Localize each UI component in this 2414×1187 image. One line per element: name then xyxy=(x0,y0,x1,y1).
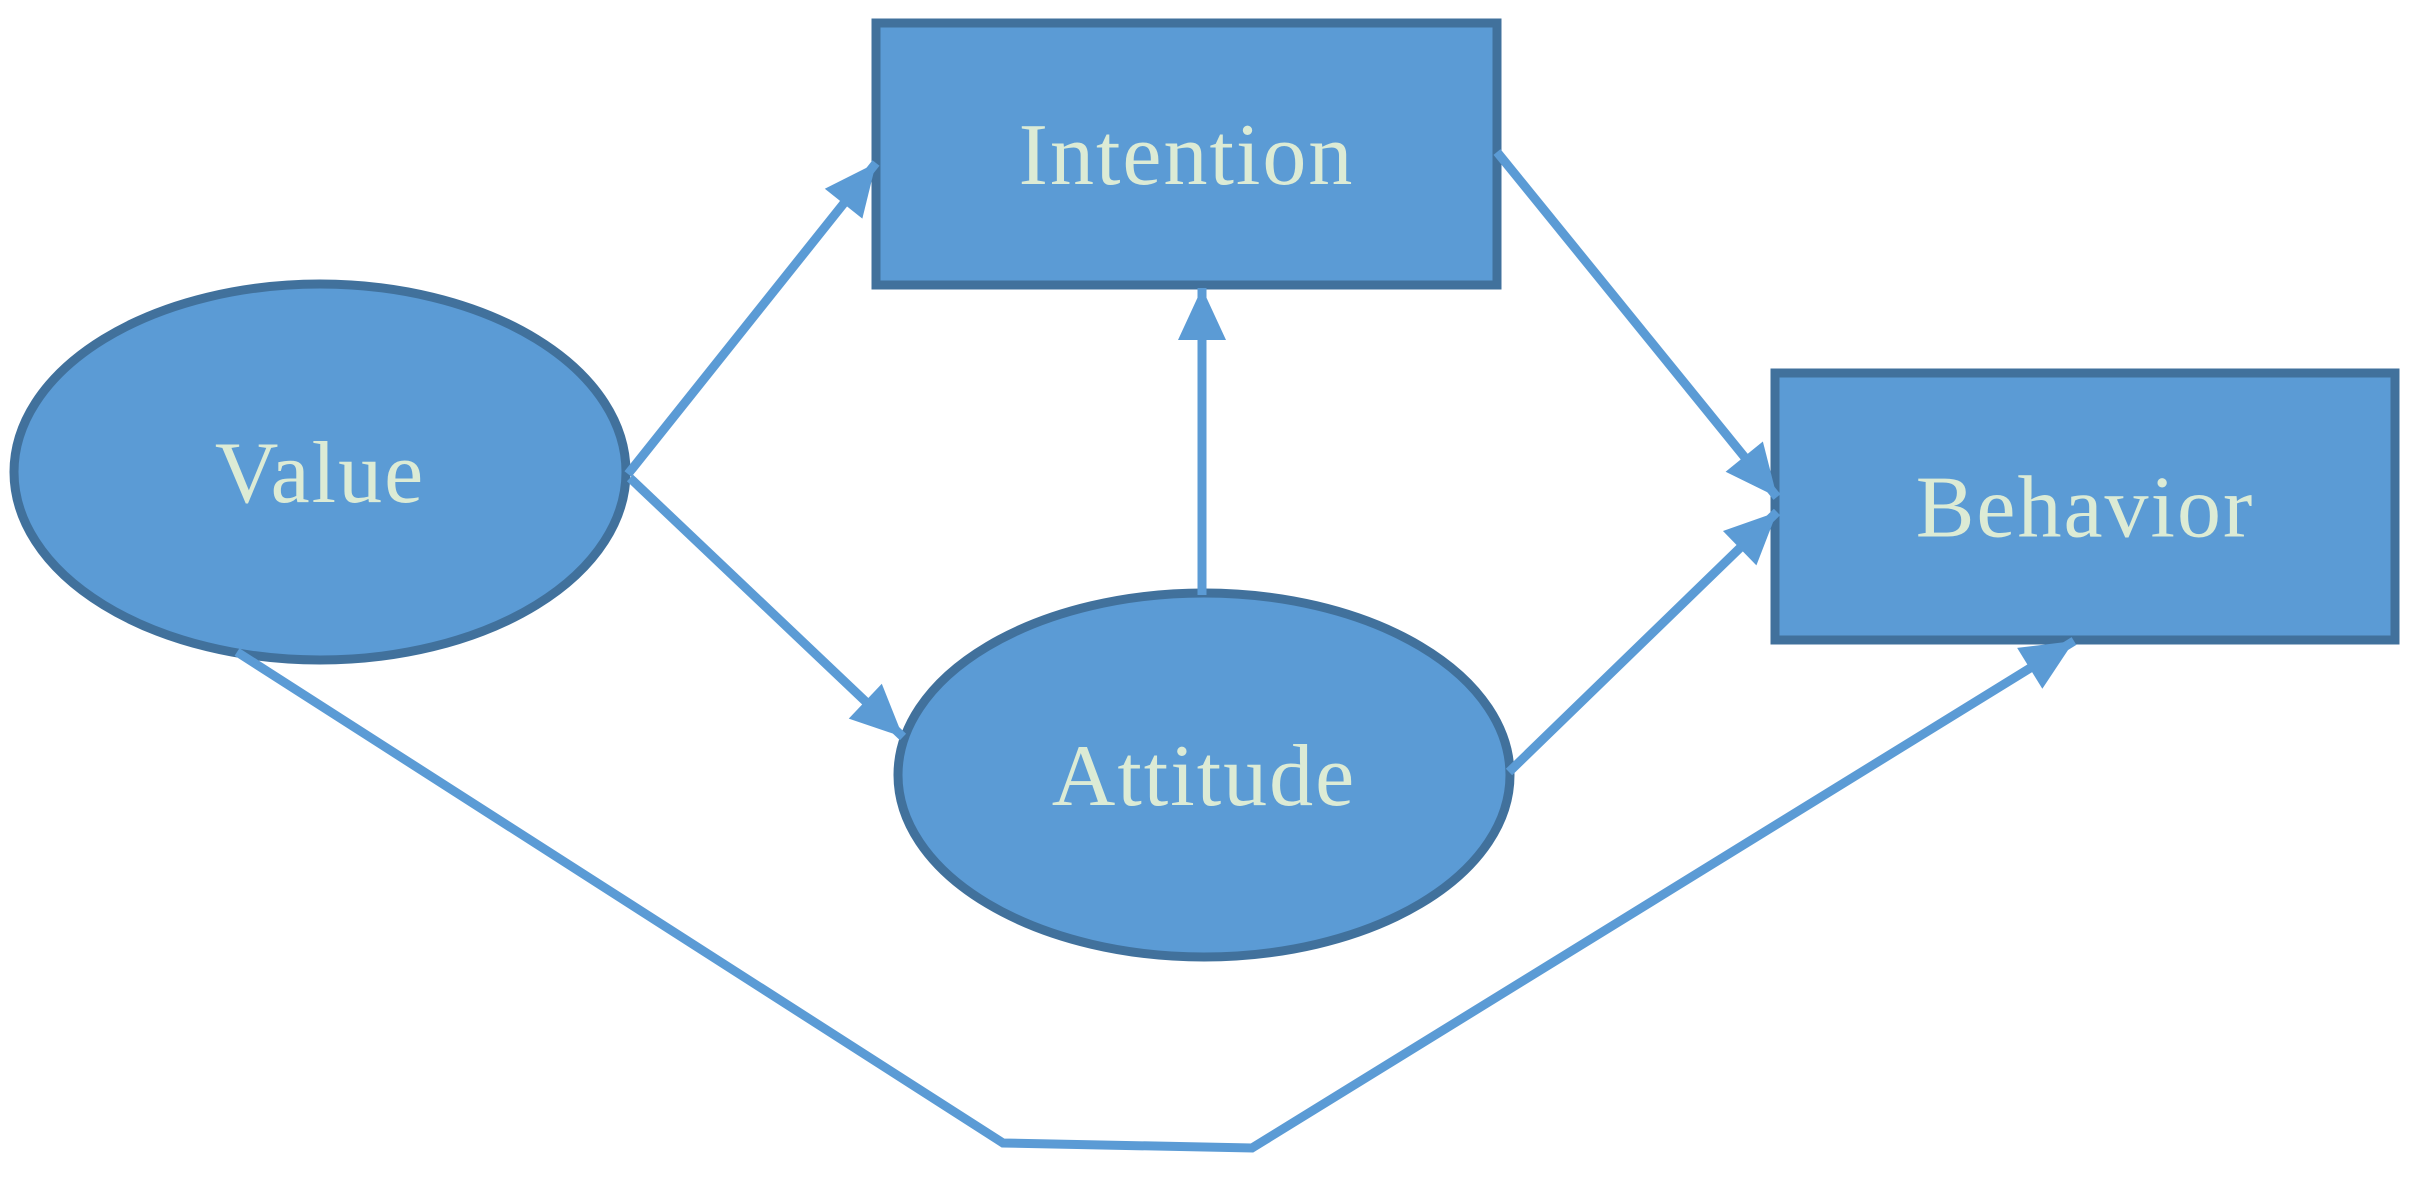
connector-intention-to-behavior xyxy=(1493,149,1781,500)
node-intention: Intention xyxy=(871,18,1502,290)
node-behavior-label: Behavior xyxy=(1916,459,2255,556)
connector-value-to-attitude xyxy=(626,474,907,741)
node-behavior: Behavior xyxy=(1770,368,2400,645)
node-value: Value xyxy=(9,279,631,665)
node-behavior-shape xyxy=(1770,368,2400,645)
node-intention-label: Intention xyxy=(1019,107,1355,204)
connectors-layer xyxy=(234,149,2077,1153)
node-attitude-label: Attitude xyxy=(1052,728,1356,825)
connector-attitude-to-behavior xyxy=(1505,508,1781,776)
node-attitude: Attitude xyxy=(893,588,1515,962)
connector-value-to-intention xyxy=(624,160,880,477)
connector-value-to-behavior xyxy=(234,637,2077,1153)
node-intention-shape xyxy=(871,18,1502,290)
node-value-label: Value xyxy=(215,425,425,522)
